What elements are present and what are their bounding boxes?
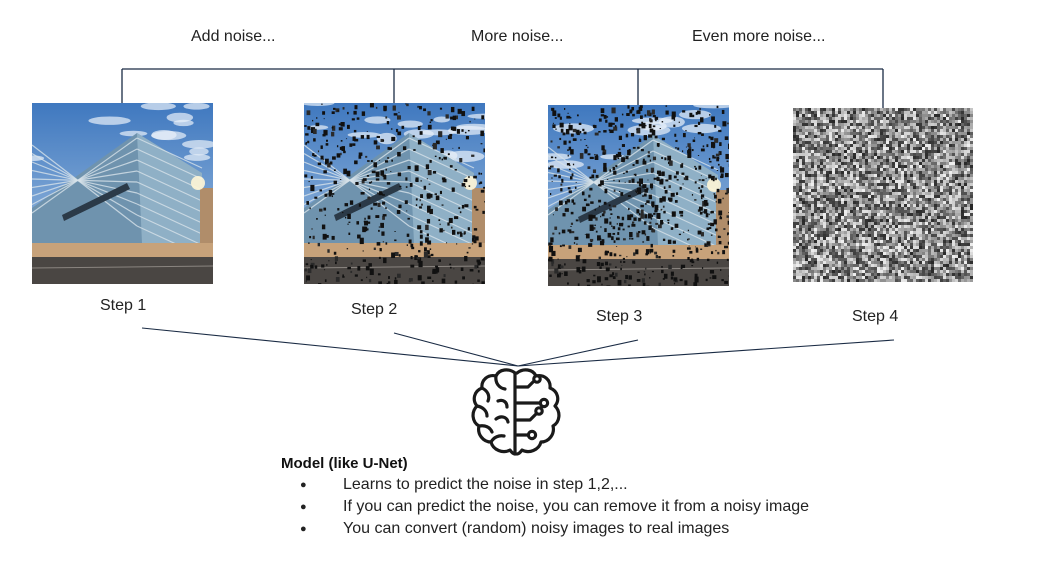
- step2-image: [304, 103, 485, 284]
- model-bullet-3: You can convert (random) noisy images to…: [300, 518, 809, 540]
- noise-label-more: More noise...: [471, 28, 564, 45]
- noise-label-add: Add noise...: [191, 28, 276, 45]
- step3-image: [548, 105, 729, 286]
- step2-label: Step 2: [351, 301, 398, 318]
- step1-label: Step 1: [100, 297, 147, 314]
- step4-image: [793, 108, 973, 282]
- model-bullet-1: Learns to predict the noise in step 1,2,…: [300, 474, 809, 496]
- link-step3-model: [517, 339, 639, 367]
- model-bullet-list: Learns to predict the noise in step 1,2,…: [300, 474, 809, 540]
- step4-label: Step 4: [852, 308, 899, 325]
- link-step2-model: [393, 332, 519, 367]
- link-step1-model: [141, 327, 519, 367]
- model-bullet-2: If you can predict the noise, you can re…: [300, 496, 809, 518]
- brain-circuit-icon: [471, 368, 561, 456]
- model-title: Model (like U-Net): [281, 455, 408, 472]
- step3-label: Step 3: [596, 308, 643, 325]
- noise-label-even-more: Even more noise...: [692, 28, 826, 45]
- step1-image: [32, 103, 213, 284]
- link-step4-model: [517, 339, 895, 367]
